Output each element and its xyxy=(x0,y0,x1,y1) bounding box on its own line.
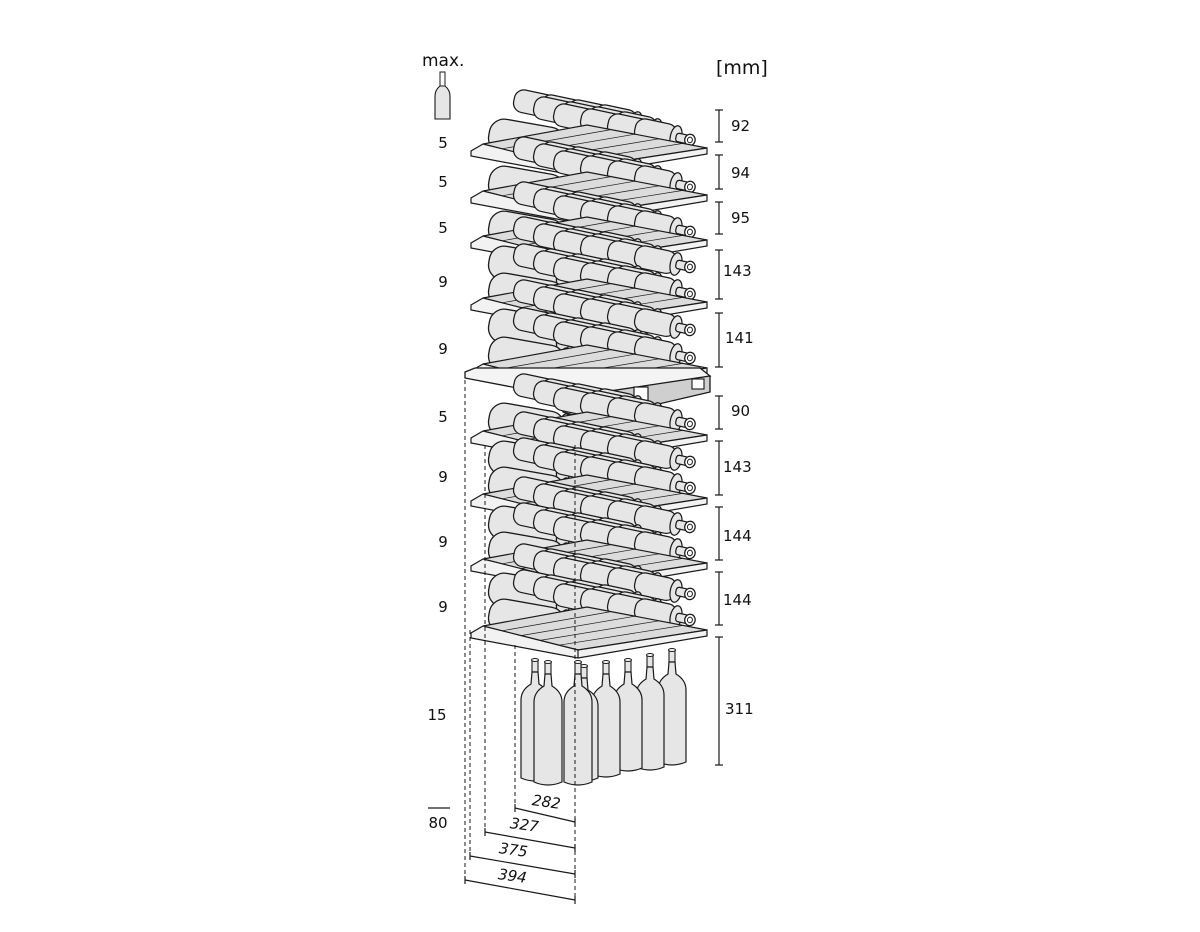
height-dim-line-2 xyxy=(715,154,723,190)
height-dim-line-9 xyxy=(715,571,723,626)
bottle-count-9: 9 xyxy=(438,598,448,616)
lying-bottle xyxy=(633,466,696,497)
standing-bottle xyxy=(657,648,687,766)
depth-dim-375: 375 xyxy=(497,839,529,861)
bottle-count-1: 5 xyxy=(438,134,448,152)
height-dim-9: 144 xyxy=(723,591,752,609)
height-dim-line-4 xyxy=(715,249,723,300)
depth-dim-line-3 xyxy=(469,852,576,878)
depth-dim-line-4 xyxy=(464,876,576,904)
lower-compartment xyxy=(470,373,708,659)
bottle-count-8: 9 xyxy=(438,533,448,551)
height-dim-4: 143 xyxy=(723,262,752,280)
lying-bottle xyxy=(633,572,696,603)
height-dim-line-8 xyxy=(715,506,723,561)
height-dim-line-6 xyxy=(715,395,723,430)
unit-label: [mm] xyxy=(716,57,768,79)
shelf xyxy=(470,606,708,659)
bottle-count-6: 5 xyxy=(438,408,448,426)
lying-bottle xyxy=(633,440,696,471)
height-dim-8: 144 xyxy=(723,527,752,545)
depth-dim-line-2 xyxy=(484,828,576,852)
standing-bottle xyxy=(533,660,563,786)
bottle-count-5: 9 xyxy=(438,340,448,358)
height-dim-line-1 xyxy=(715,109,723,143)
height-dim-2: 94 xyxy=(731,164,751,182)
height-dim-6: 90 xyxy=(731,402,751,420)
depth-dim-282: 282 xyxy=(530,791,562,813)
button-icon xyxy=(691,378,705,390)
bottle-icon xyxy=(434,71,451,120)
height-dim-line-3 xyxy=(715,201,723,235)
standing-bottle xyxy=(613,658,643,772)
bottle-count-2: 5 xyxy=(438,173,448,191)
height-dim-line-7 xyxy=(715,440,723,496)
lying-bottle xyxy=(633,308,696,339)
height-dim-1: 92 xyxy=(731,117,751,135)
depth-dim-327: 327 xyxy=(508,814,540,836)
height-dim-7: 143 xyxy=(723,458,752,476)
standing-bottle xyxy=(563,660,593,786)
bottle-count-7: 9 xyxy=(438,468,448,486)
standing-bottles xyxy=(520,648,687,786)
depth-dim-394: 394 xyxy=(496,865,528,887)
bottle-count-4: 9 xyxy=(438,273,448,291)
height-dim-3: 95 xyxy=(731,209,751,227)
height-dim-line-10 xyxy=(715,636,723,766)
base-value: 80 xyxy=(428,814,448,832)
shelf-level-9 xyxy=(470,543,708,659)
standing-bottle xyxy=(591,660,621,778)
depth-dim-line-1 xyxy=(514,804,576,826)
height-dim-10: 311 xyxy=(725,700,754,718)
max-label: max. xyxy=(422,51,465,71)
lying-bottle xyxy=(633,245,696,276)
height-dim-line-5 xyxy=(715,312,723,368)
depth-dimensions xyxy=(464,380,576,904)
height-dim-5: 141 xyxy=(725,329,754,347)
upper-compartment xyxy=(470,89,708,397)
lying-bottle xyxy=(633,505,696,536)
standing-bottle xyxy=(635,653,665,771)
bottle-count-3: 5 xyxy=(438,219,448,237)
height-dimensions xyxy=(715,109,723,766)
bottle-count-10: 15 xyxy=(427,706,447,724)
